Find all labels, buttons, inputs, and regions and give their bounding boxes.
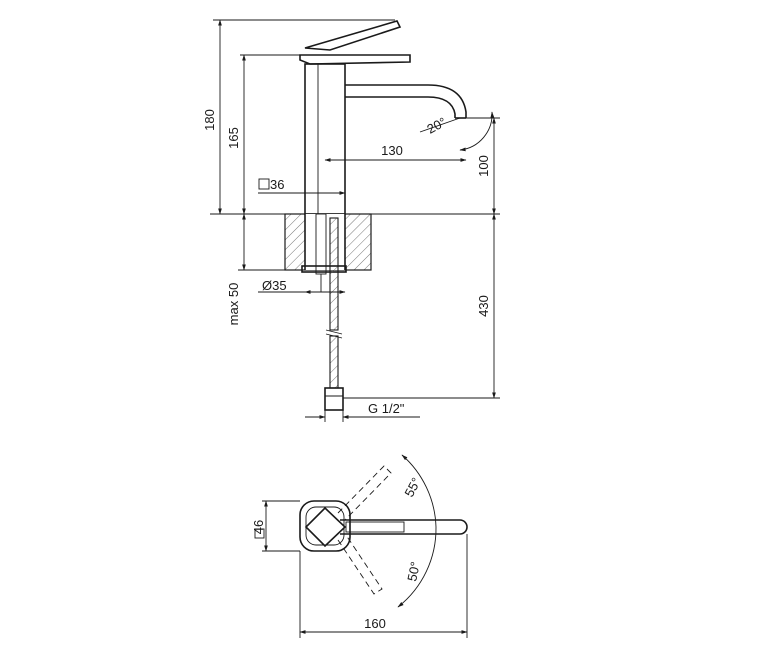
spout-plan: [340, 519, 468, 535]
lever-down-dashed: [337, 534, 383, 595]
label-g12: G 1/2": [368, 401, 405, 416]
label-20deg: 20°: [424, 114, 448, 136]
label-180: 180: [202, 109, 217, 131]
label-100: 100: [476, 155, 491, 177]
label-d35: Ø35: [262, 278, 287, 293]
base-outer: [299, 500, 351, 552]
lever-up-dashed: [337, 465, 392, 521]
label-36: 36: [270, 177, 284, 192]
spout: [345, 84, 467, 118]
label-430: 430: [476, 295, 491, 317]
hose-nut: [324, 387, 344, 411]
label-46: 46: [251, 520, 266, 534]
label-50deg: 50°: [404, 560, 423, 582]
handle-cap: [299, 54, 411, 65]
label-max50: max 50: [226, 283, 241, 326]
faucet-body: [304, 63, 346, 215]
label-130: 130: [381, 143, 403, 158]
plan-view: 55° 50° 46 160: [251, 454, 468, 638]
side-view: 180 165 36 130 20° 100 430 Ø35 max 50: [202, 19, 500, 422]
label-55deg: 55°: [401, 475, 423, 499]
square-symbol-36: [258, 178, 270, 190]
label-165: 165: [226, 127, 241, 149]
label-160: 160: [364, 616, 386, 631]
flex-hose: [324, 217, 344, 411]
square-symbol-46: [254, 528, 265, 539]
lever-handle: [304, 20, 402, 51]
